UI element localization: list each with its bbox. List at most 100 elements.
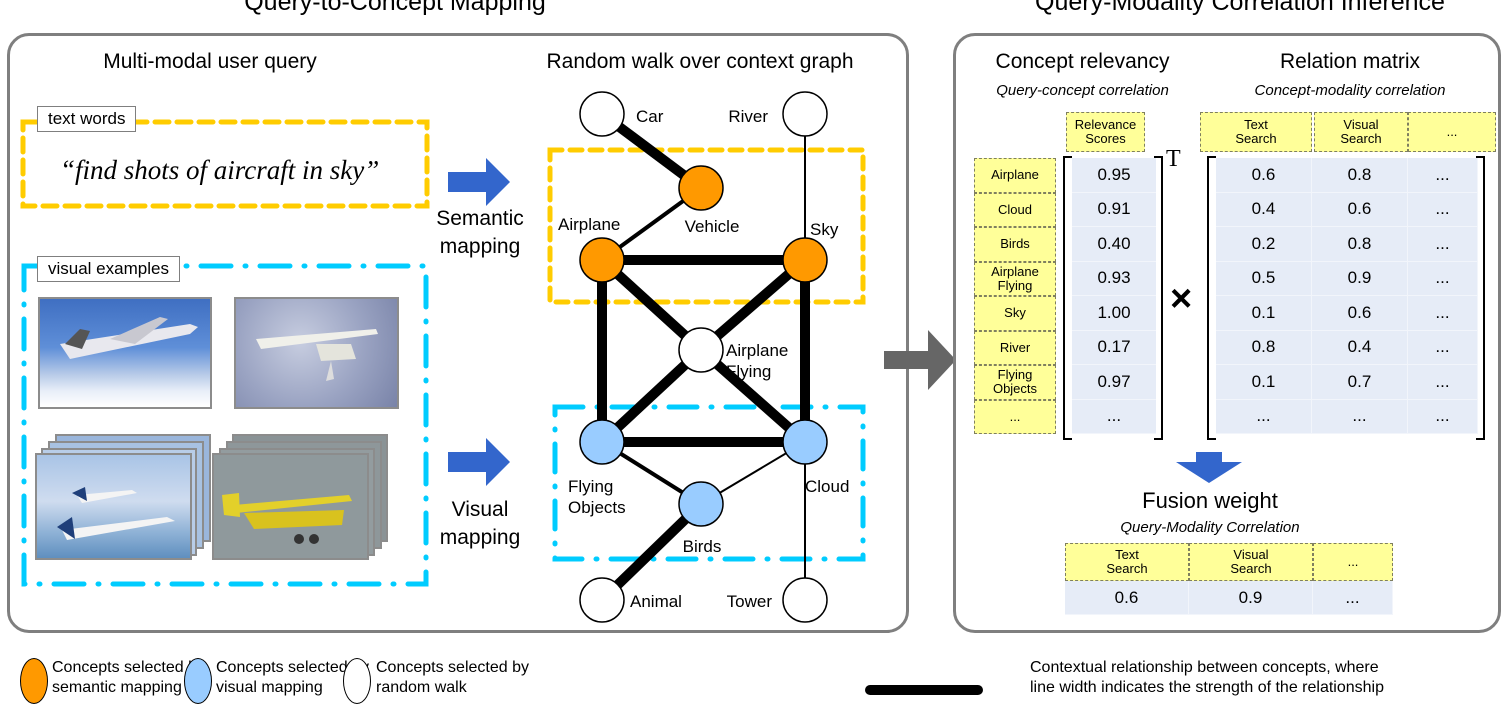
graph-heading: Random walk over context graph xyxy=(546,50,854,73)
matrix-cell-other: ... xyxy=(1408,158,1478,193)
fusion-header-line: Text xyxy=(1115,547,1139,562)
semantic-mapping-label-line1: Semantic xyxy=(436,207,524,230)
visual-examples-dashed-box xyxy=(21,263,429,587)
concept-label-cell: River xyxy=(974,330,1056,365)
airliners-silhouette xyxy=(57,487,175,540)
relevance-score-cell: 0.40 xyxy=(1072,227,1156,262)
semantic-mapping-arrow-icon xyxy=(448,158,510,206)
legend-edge-line-icon xyxy=(865,685,983,695)
visual-mapping-arrow-icon xyxy=(448,438,510,486)
graph-node-label-cloud: Cloud xyxy=(805,477,849,496)
airplane-silhouette xyxy=(60,317,198,359)
fusion-heading: Fusion weight xyxy=(1142,488,1278,513)
matrix-cell-other: ... xyxy=(1408,192,1478,227)
visual-examples-tag: visual examples xyxy=(37,256,180,282)
relevance-header-line1: Relevance xyxy=(1074,117,1137,132)
concept-label-cell: Airplane xyxy=(974,158,1056,193)
legend: Concepts selected by semantic mapping Co… xyxy=(0,650,1505,726)
modality-header-line: Search xyxy=(1340,131,1382,146)
matrix-cell-other: ... xyxy=(1408,227,1478,262)
matrix-cell-other: ... xyxy=(1408,330,1478,365)
graph-edge-airplane_flying-cloud xyxy=(697,346,809,446)
graph-node-car xyxy=(579,91,625,137)
legend-semantic-node-icon xyxy=(20,658,48,704)
matrix-heading: Relation matrix xyxy=(1279,50,1421,73)
concept-label-line: River xyxy=(999,339,1031,355)
graph-edge-birds-animal xyxy=(598,500,705,604)
fusion-value-cell: 0.6 xyxy=(1065,581,1189,615)
graph-node-label-airplane: Airplane xyxy=(558,215,620,234)
graph-node-label-car: Car xyxy=(636,107,664,126)
matrix-cell-visual: 0.6 xyxy=(1312,296,1408,331)
graph-node-label-sky: Sky xyxy=(810,220,839,239)
concept-label-line: Sky xyxy=(1004,305,1026,321)
matrix-subheading: Concept-modality correlation xyxy=(1254,82,1446,99)
concept-label-cell: Birds xyxy=(974,227,1056,262)
fusion-down-arrow-icon xyxy=(1176,452,1242,483)
legend-visual-text: Concepts selected by visual mapping xyxy=(216,658,369,698)
legend-visual-node-icon xyxy=(184,658,212,704)
query-heading: Multi-modal user query xyxy=(103,50,317,73)
concept-label-line: Birds xyxy=(1000,236,1030,252)
graph-node-river xyxy=(782,91,828,137)
cessna-in-clouds-photo xyxy=(234,297,399,409)
fusion-subheading: Query-Modality Correlation xyxy=(1120,519,1300,536)
yellow-biplane-stack-photo xyxy=(212,453,369,560)
modality-header-line: ... xyxy=(1446,124,1458,139)
relevance-score-cell: 1.00 xyxy=(1072,296,1156,331)
relevancy-heading: Concept relevancy xyxy=(995,50,1170,73)
matrix-cell-visual: ... xyxy=(1312,399,1408,434)
modality-header-line: Text xyxy=(1244,117,1268,132)
graph-node-label-birds: Birds xyxy=(683,537,722,556)
relevance-score-cell: ... xyxy=(1072,399,1156,434)
matrix-cell-text: ... xyxy=(1216,399,1312,434)
biplane-silhouette xyxy=(222,493,352,544)
modality-header-cell: ... xyxy=(1408,112,1496,152)
legend-edge-line1: Contextual relationship between concepts… xyxy=(1030,659,1379,676)
semantic-selection-box xyxy=(547,147,866,305)
airbus-in-sky-photo xyxy=(38,297,212,409)
fusion-header-line: ... xyxy=(1347,554,1359,569)
legend-edge-text: Contextual relationship between concepts… xyxy=(1030,658,1384,698)
query-text: “find shots of aircraft in sky” xyxy=(60,155,380,185)
concept-label-line: Airplane xyxy=(991,263,1039,279)
visual-mapping-label: Visual mapping xyxy=(430,496,530,552)
graph-node-label-tower: Tower xyxy=(727,592,773,611)
visual-mapping-label-line2: mapping xyxy=(439,526,521,549)
relevance-score-cell: 0.17 xyxy=(1072,330,1156,365)
concept-label-cell: Cloud xyxy=(974,192,1056,227)
matrix-cell-text: 0.5 xyxy=(1216,261,1312,296)
concept-label-line: Flying xyxy=(997,367,1033,383)
matrix-cell-visual: 0.8 xyxy=(1312,227,1408,262)
relevance-score-cell: 0.91 xyxy=(1072,192,1156,227)
graph-node-cloud xyxy=(782,419,828,465)
saab-airliners-stack-photo xyxy=(35,453,192,560)
transpose-mark: T xyxy=(1166,146,1181,172)
fusion-header-line: Search xyxy=(1106,561,1148,576)
graph-node-tower xyxy=(782,577,828,623)
semantic-mapping-label: Semantic mapping xyxy=(430,205,530,261)
semantic-mapping-label-line2: mapping xyxy=(439,235,521,258)
right-section-title: Query-Modality Correlation Inference xyxy=(1035,0,1445,16)
matrix-cell-other: ... xyxy=(1408,399,1478,434)
visual-mapping-label-line1: Visual xyxy=(451,498,509,521)
left-section-title: Query-to-Concept Mapping xyxy=(244,0,546,16)
small-plane-silhouette xyxy=(256,329,378,381)
matrix-brackets xyxy=(1207,156,1485,440)
score-vector-brackets xyxy=(1063,156,1163,440)
legend-random-node-icon xyxy=(343,658,371,704)
legend-semantic-line2: semantic mapping xyxy=(52,679,182,696)
concept-label-line: Airplane xyxy=(991,167,1039,183)
modality-header-line: Search xyxy=(1235,131,1277,146)
matrix-cell-text: 0.8 xyxy=(1216,330,1312,365)
relevance-score-cell: 0.95 xyxy=(1072,158,1156,193)
matrix-cell-visual: 0.8 xyxy=(1312,158,1408,193)
